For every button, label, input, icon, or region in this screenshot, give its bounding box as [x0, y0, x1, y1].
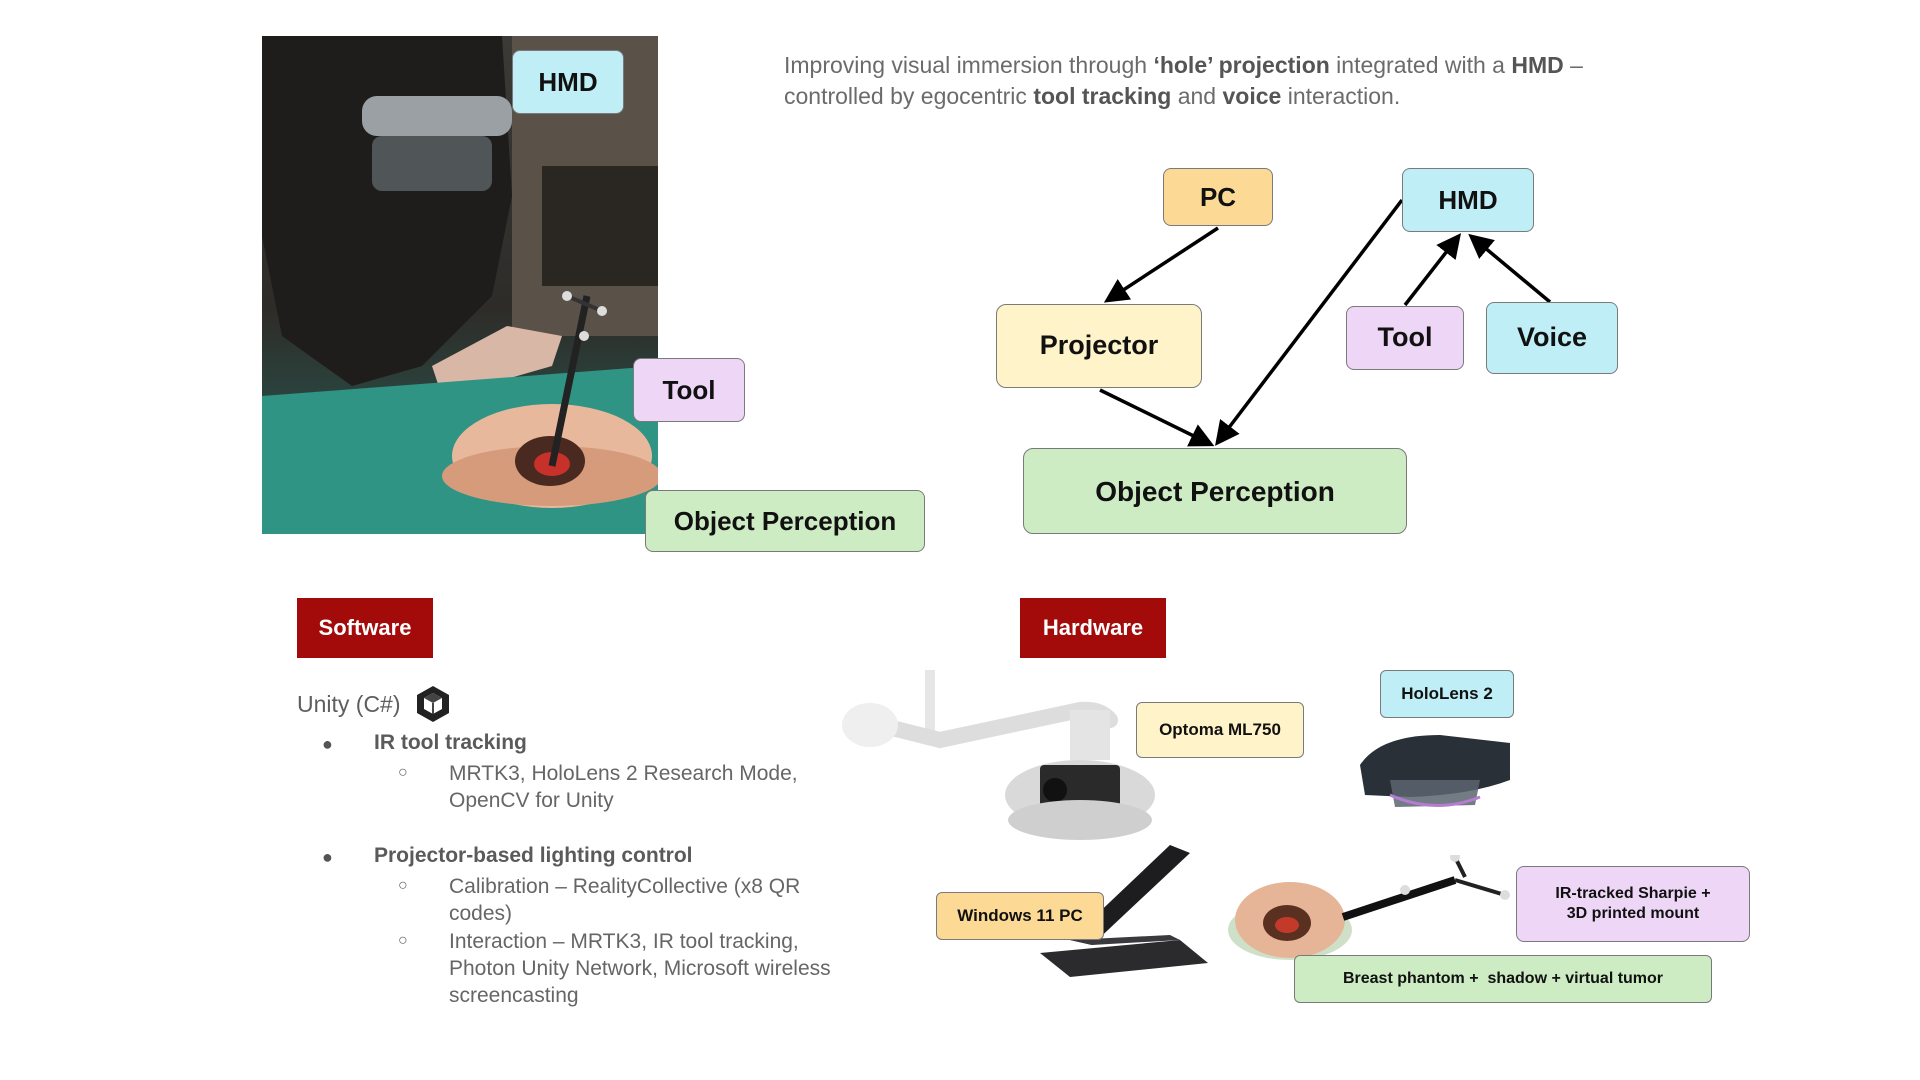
- arrow-hmd-to-object: [1215, 198, 1404, 446]
- hw-label-sharpie-line1: IR-tracked Sharpie +: [1555, 885, 1711, 902]
- node-tool-label: Tool: [1377, 322, 1433, 353]
- node-voice: Voice: [1486, 302, 1618, 374]
- arrow-projector-to-object: [1099, 388, 1215, 447]
- header-line-2: controlled by egocentric tool tracking a…: [784, 81, 1704, 112]
- node-object-perception: Object Perception: [1023, 448, 1407, 534]
- hardware-section-label: Hardware: [1020, 598, 1166, 658]
- header-line1-bold2: HMD: [1511, 52, 1564, 78]
- header-line2-post: interaction.: [1281, 83, 1401, 109]
- hw-label-windows-pc-text: Windows 11 PC: [957, 906, 1083, 926]
- software-item-2-sub1-line1: Calibration – RealityCollective (x8 QR: [449, 875, 801, 898]
- photo-illustration: [262, 36, 658, 534]
- node-tool: Tool: [1346, 306, 1464, 370]
- software-item-1-sub-line2: OpenCV for Unity: [449, 789, 614, 812]
- software-item-1-sub: MRTK3, HoloLens 2 Research Mode, OpenCV …: [449, 760, 798, 814]
- photo-label-tool: Tool: [633, 358, 745, 422]
- software-item-2-sub1: Calibration – RealityCollective (x8 QR c…: [449, 873, 800, 927]
- hw-label-sharpie: IR-tracked Sharpie + 3D printed mount: [1516, 866, 1750, 942]
- node-hmd: HMD: [1402, 168, 1534, 232]
- header-line2-bold2: voice: [1222, 83, 1282, 109]
- header-line1-pre: Improving visual immersion through: [784, 52, 1154, 78]
- node-projector-label: Projector: [1039, 330, 1159, 361]
- software-item-2-sub2-line3: screencasting: [449, 984, 579, 1007]
- hw-label-phantom-text: Breast phantom + shadow + virtual tumor: [1342, 970, 1664, 987]
- photo-label-hmd: HMD: [512, 50, 624, 114]
- arrow-voice-to-hmd: [1468, 233, 1552, 304]
- bullet-circle-2a: ○: [398, 877, 408, 894]
- hw-label-windows-pc: Windows 11 PC: [936, 892, 1104, 940]
- header-description: Improving visual immersion through ‘hole…: [784, 50, 1704, 112]
- hw-label-optoma: Optoma ML750: [1136, 702, 1304, 758]
- node-projector: Projector: [996, 304, 1202, 388]
- photo-label-tool-text: Tool: [662, 374, 716, 405]
- arrow-tool-to-hmd: [1403, 233, 1462, 307]
- header-line1-mid: integrated with a: [1329, 52, 1512, 78]
- header-line2-bold1: tool tracking: [1033, 83, 1172, 109]
- hw-label-sharpie-line2: 3D printed mount: [1566, 905, 1700, 922]
- bullet-dot-2: ●: [322, 847, 333, 867]
- hw-label-optoma-text: Optoma ML750: [1159, 720, 1281, 740]
- photo-label-object-perception-text: Object Perception: [673, 505, 897, 536]
- node-voice-label: Voice: [1516, 322, 1588, 353]
- software-item-1-heading: IR tool tracking: [374, 731, 527, 754]
- bullet-circle-1a: ○: [398, 764, 408, 781]
- software-item-2-heading: Projector-based lighting control: [374, 844, 693, 867]
- photo-label-hmd-text: HMD: [538, 66, 598, 97]
- hw-label-hololens-text: HoloLens 2: [1401, 684, 1493, 704]
- software-item-1-sub-line1: MRTK3, HoloLens 2 Research Mode,: [449, 762, 798, 785]
- setup-photo: [262, 36, 658, 534]
- node-object-perception-label: Object Perception: [1095, 475, 1335, 507]
- hololens-illustration: [1360, 735, 1510, 807]
- unity-title: Unity (C#): [297, 684, 453, 724]
- hardware-section-label-text: Hardware: [1042, 615, 1144, 640]
- node-hmd-label: HMD: [1438, 184, 1498, 215]
- software-item-2-sub2-line1: Interaction – MRTK3, IR tool tracking,: [449, 930, 799, 953]
- software-section-label-text: Software: [318, 615, 412, 640]
- unity-title-text: Unity (C#): [297, 690, 401, 717]
- header-line1-post: –: [1563, 52, 1583, 78]
- unity-logo-icon: [416, 686, 449, 722]
- arrow-pc-to-projector: [1103, 226, 1219, 303]
- software-item-2-sub2: Interaction – MRTK3, IR tool tracking, P…: [449, 928, 831, 1009]
- software-item-2-sub1-line2: codes): [449, 902, 513, 925]
- software-item-2-sub2-line2: Photon Unity Network, Microsoft wireless: [449, 957, 831, 980]
- bullet-dot-1: ●: [322, 734, 333, 754]
- phantom-tool-illustration: [1228, 855, 1510, 960]
- hw-label-hololens: HoloLens 2: [1380, 670, 1514, 718]
- projector-arm-illustration: [842, 670, 1155, 840]
- header-line2-pre: controlled by egocentric: [784, 83, 1034, 109]
- header-line2-mid: and: [1171, 83, 1223, 109]
- software-section-label: Software: [297, 598, 433, 658]
- node-pc-label: PC: [1199, 181, 1237, 212]
- hw-label-phantom: Breast phantom + shadow + virtual tumor: [1294, 955, 1712, 1003]
- photo-label-object-perception: Object Perception: [645, 490, 925, 552]
- node-pc: PC: [1163, 168, 1273, 226]
- header-line-1: Improving visual immersion through ‘hole…: [784, 50, 1704, 81]
- bullet-circle-2b: ○: [398, 932, 408, 949]
- header-line1-bold1: ‘hole’ projection: [1153, 52, 1330, 78]
